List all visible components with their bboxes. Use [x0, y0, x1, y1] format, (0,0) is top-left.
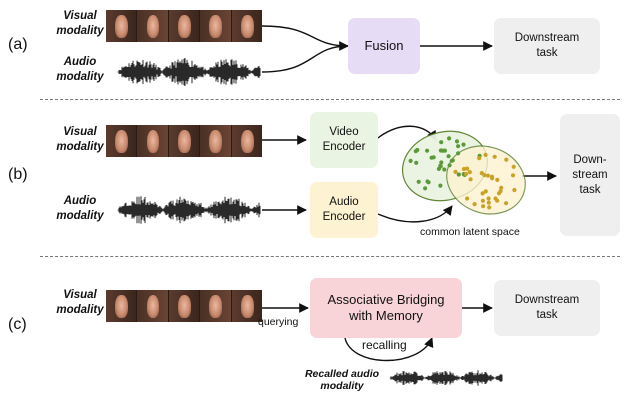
visual-modality-label: Visual modality [56, 289, 104, 316]
latent-point [495, 177, 500, 182]
latent-point [408, 158, 413, 163]
audio-modality-label: Audio modality [56, 56, 104, 83]
latent-point [438, 163, 443, 168]
latent-point [456, 172, 461, 177]
latent-point [504, 201, 509, 206]
latent-point [487, 205, 492, 210]
panel-c-label: (c) [8, 316, 27, 333]
fusion-box: Fusion [348, 18, 420, 74]
downstream-task-box: Downstream task [494, 280, 600, 336]
latent-point [486, 196, 491, 201]
arrow-visual-to-fusion [261, 25, 349, 51]
latent-point [464, 171, 469, 177]
panel-b-label: (b) [8, 166, 28, 183]
latent-point [483, 152, 488, 157]
audio-waveform [117, 58, 261, 86]
arrow-recalling-loop [344, 337, 434, 362]
latent-point [446, 154, 451, 159]
latent-point [468, 177, 473, 182]
latent-point [442, 167, 447, 172]
arrow-audio-to-fusion [261, 45, 349, 73]
latent-point [485, 173, 491, 178]
recalled-audio-label: Recalled audio modality [304, 368, 380, 392]
latent-point [492, 154, 497, 159]
visual-frames [106, 290, 263, 322]
latent-point [490, 176, 495, 181]
latent-points [408, 136, 517, 210]
latent-point [425, 148, 430, 153]
recalling-label: recalling [362, 338, 407, 352]
latent-point [416, 179, 421, 184]
latent-point [510, 173, 516, 178]
querying-label: querying [258, 316, 299, 328]
latent-point [472, 202, 477, 207]
panel-a-label: (a) [8, 36, 28, 53]
latent-point [477, 156, 482, 161]
visual-modality-label: Visual modality [56, 10, 104, 37]
latent-point [453, 169, 458, 174]
latent-point [486, 200, 491, 205]
latent-point [414, 160, 419, 165]
latent-point [440, 148, 445, 153]
visual-frames [106, 10, 263, 42]
latent-point [498, 189, 503, 194]
latent-point [454, 139, 460, 144]
visual-modality-label: Visual modality [56, 126, 104, 153]
latent-point [439, 160, 444, 165]
latent-point [425, 179, 430, 184]
downstream-task-box: Downstream task [494, 18, 600, 74]
latent-point [499, 185, 504, 190]
latent-point [439, 140, 444, 145]
latent-point [480, 198, 485, 203]
latent-point [447, 163, 452, 168]
latent-point [456, 151, 461, 156]
downstream-task-box: Down- stream task [560, 114, 620, 236]
latent-point [461, 166, 467, 172]
audio-modality-label: Audio modality [56, 195, 104, 222]
latent-point [481, 204, 486, 209]
latent-point [415, 147, 420, 153]
latent-point [511, 164, 516, 169]
latent-point [467, 170, 472, 175]
audio-encoder-box: Audio Encoder [310, 182, 378, 238]
audio-waveform [117, 196, 261, 224]
latent-point [450, 158, 455, 163]
latent-point [479, 171, 484, 176]
arrow-audio-encoder-to-latent [377, 205, 453, 223]
latent-point [456, 144, 461, 149]
latent-point [429, 155, 434, 160]
latent-point [493, 196, 498, 201]
latent-point [438, 183, 443, 188]
separator-bc [40, 256, 620, 257]
latent-point [465, 166, 470, 171]
latent-point [423, 186, 428, 191]
latent-point [483, 189, 488, 194]
latent-point [504, 157, 509, 162]
visual-frames [106, 125, 263, 157]
latent-point [512, 187, 517, 193]
latent-point [461, 142, 466, 147]
associative-memory-box: Associative Bridging with Memory [310, 278, 462, 338]
separator-ab [40, 99, 620, 100]
latent-point [480, 191, 485, 196]
latent-space-caption: common latent space [420, 226, 520, 238]
video-encoder-box: Video Encoder [310, 112, 378, 168]
latent-point [447, 136, 452, 141]
latent-point [465, 196, 470, 201]
audio-waveforms [117, 58, 503, 386]
audio-waveform [389, 370, 503, 386]
